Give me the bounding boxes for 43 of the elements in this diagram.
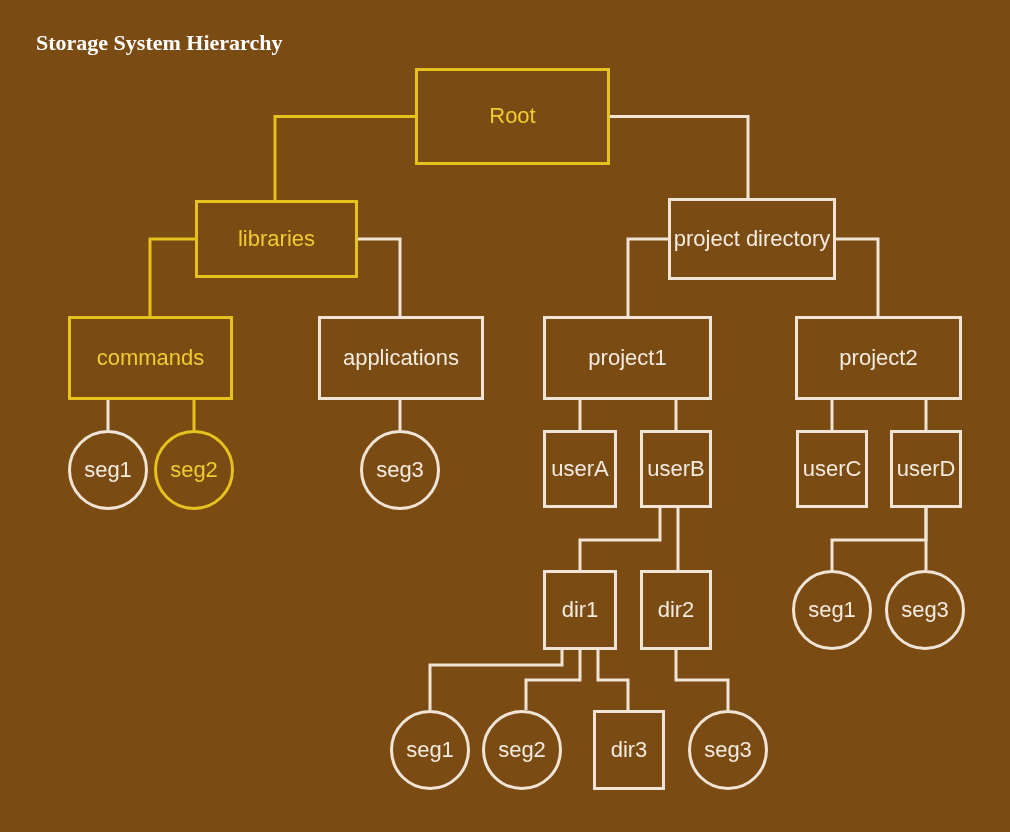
file-circle: seg1 bbox=[68, 430, 148, 510]
file-circle: seg2 bbox=[154, 430, 234, 510]
diagram-title: Storage System Hierarchy bbox=[36, 30, 283, 56]
connector-line bbox=[924, 508, 928, 570]
file-circle: seg3 bbox=[360, 430, 440, 510]
connector-line bbox=[192, 400, 196, 430]
connector-line bbox=[676, 508, 680, 570]
directory-box: dir2 bbox=[640, 570, 712, 650]
directory-box: libraries bbox=[195, 200, 358, 278]
connector-line bbox=[610, 115, 750, 198]
connector-line bbox=[273, 115, 415, 200]
directory-box: project2 bbox=[795, 316, 962, 400]
directory-box: userB bbox=[640, 430, 712, 508]
connector-line bbox=[924, 400, 928, 430]
connector-line bbox=[578, 508, 662, 570]
connector-line bbox=[358, 237, 402, 316]
connector-line bbox=[830, 400, 834, 430]
file-circle: seg3 bbox=[688, 710, 768, 790]
connector-line bbox=[578, 400, 582, 430]
connector-line bbox=[674, 400, 678, 430]
file-circle: seg3 bbox=[885, 570, 965, 650]
connector-line bbox=[398, 400, 402, 430]
directory-box: userD bbox=[890, 430, 962, 508]
directory-box: dir3 bbox=[593, 710, 665, 790]
directory-box: userC bbox=[796, 430, 868, 508]
file-circle: seg2 bbox=[482, 710, 562, 790]
connector-line bbox=[524, 650, 582, 710]
file-circle: seg1 bbox=[390, 710, 470, 790]
directory-box: project directory bbox=[668, 198, 836, 280]
file-circle: seg1 bbox=[792, 570, 872, 650]
directory-box: commands bbox=[68, 316, 233, 400]
connector-line bbox=[674, 650, 730, 710]
directory-box: applications bbox=[318, 316, 484, 400]
directory-box: project1 bbox=[543, 316, 712, 400]
directory-box: dir1 bbox=[543, 570, 617, 650]
connector-line bbox=[596, 650, 630, 710]
connector-line bbox=[428, 650, 564, 710]
connector-line bbox=[836, 237, 880, 316]
directory-box: userA bbox=[543, 430, 617, 508]
connector-line bbox=[626, 237, 668, 316]
connector-line bbox=[148, 237, 195, 316]
connector-line bbox=[106, 400, 110, 430]
directory-box: Root bbox=[415, 68, 610, 165]
